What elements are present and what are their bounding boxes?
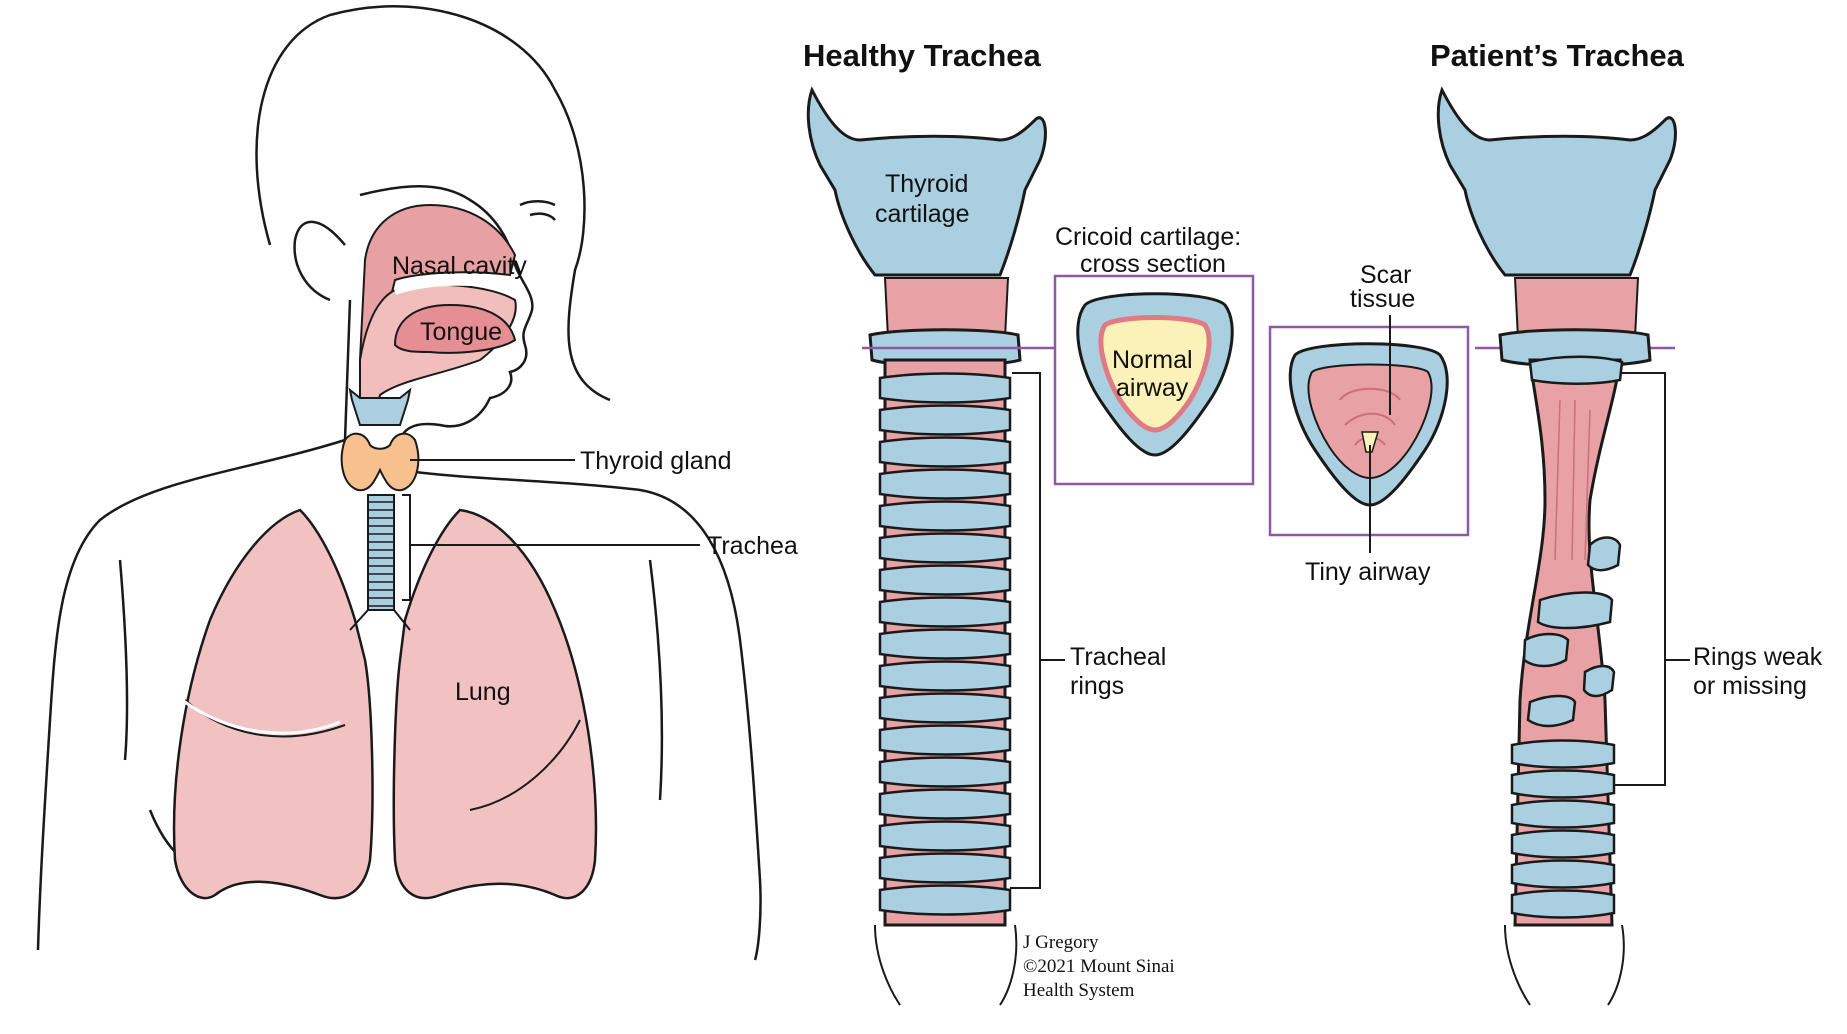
rings-weak-label-1: Rings weak (1693, 643, 1823, 671)
nasal-cavity-label: Nasal cavity (392, 252, 527, 280)
healthy-tracheal-ring (878, 660, 1012, 692)
tongue-label: Tongue (420, 318, 502, 346)
palate-shape (394, 279, 521, 295)
trachea-label: Trachea (707, 532, 798, 560)
thyroid-gland-shape (340, 432, 420, 492)
credit-line-1: J Gregory (1023, 932, 1099, 953)
tracheal-rings-label-1: Tracheal (1070, 643, 1166, 671)
small-larynx-shape (348, 387, 412, 426)
healthy-tracheal-ring (878, 404, 1012, 436)
normal-airway-label-1: Normal (1112, 346, 1193, 374)
healthy-tracheal-ring (878, 468, 1012, 500)
patient-trachea-title: Patient’s Trachea (1430, 38, 1685, 73)
healthy-tracheal-ring (878, 532, 1012, 564)
patient-tracheal-ring (1510, 739, 1616, 769)
healthy-tracheal-ring (878, 820, 1012, 852)
tiny-airway-shape (1361, 431, 1380, 453)
credit-line-2: ©2021 Mount Sinai (1023, 956, 1175, 977)
healthy-cross-section-frame (1053, 274, 1255, 486)
healthy-tracheal-ring (878, 724, 1012, 756)
patient-tracheal-ring (1510, 799, 1616, 829)
patient-tracheal-ring (1510, 769, 1616, 799)
patient-tracheal-ring (1510, 859, 1616, 889)
small-trachea (349, 494, 411, 631)
rings-weak-label-2: or missing (1693, 672, 1807, 700)
patient-tracheal-ring (1510, 829, 1616, 859)
right-lung-shape (172, 508, 374, 900)
tracheal-rings-label-2: rings (1070, 672, 1124, 700)
thyroid-cartilage-label-1: Thyroid (885, 170, 968, 198)
normal-airway-label-2: airway (1116, 374, 1189, 402)
thyroid-gland-label: Thyroid gland (580, 447, 731, 475)
thyroid-cartilage-label-2: cartilage (875, 200, 970, 228)
healthy-tracheal-ring (878, 564, 1012, 596)
normal-airway-shape (1098, 315, 1212, 433)
patient-thyroid-cartilage (1436, 86, 1677, 277)
healthy-trachea-title: Healthy Trachea (803, 38, 1042, 73)
healthy-tracheal-ring (878, 596, 1012, 628)
scar-tissue-label-2: tissue (1350, 285, 1415, 313)
healthy-tracheal-ring (878, 788, 1012, 820)
healthy-tracheal-ring (878, 692, 1012, 724)
scar-tissue-shape (1307, 363, 1433, 480)
patient-tracheal-ring (1510, 889, 1616, 919)
healthy-trachea-illustration (806, 86, 1047, 1006)
healthy-tracheal-ring (878, 628, 1012, 660)
left-lung-shape (392, 508, 598, 900)
tiny-airway-label: Tiny airway (1305, 558, 1431, 586)
tongue-shape (393, 303, 517, 354)
scar-tissue-label-1: Scar (1360, 261, 1411, 289)
healthy-thyroid-cartilage (806, 86, 1047, 277)
healthy-tracheal-ring (878, 372, 1012, 404)
healthy-tracheal-ring (878, 436, 1012, 468)
lung-label: Lung (455, 678, 511, 706)
cricoid-label-1: Cricoid cartilage: (1055, 223, 1241, 251)
healthy-tracheal-ring (878, 884, 1012, 916)
healthy-tracheal-ring (878, 500, 1012, 532)
cricoid-label-2: cross section (1080, 250, 1226, 278)
credit-line-3: Health System (1023, 980, 1135, 1001)
healthy-tracheal-ring (878, 756, 1012, 788)
healthy-tracheal-ring (878, 852, 1012, 884)
patient-trachea-illustration (1436, 86, 1677, 1006)
